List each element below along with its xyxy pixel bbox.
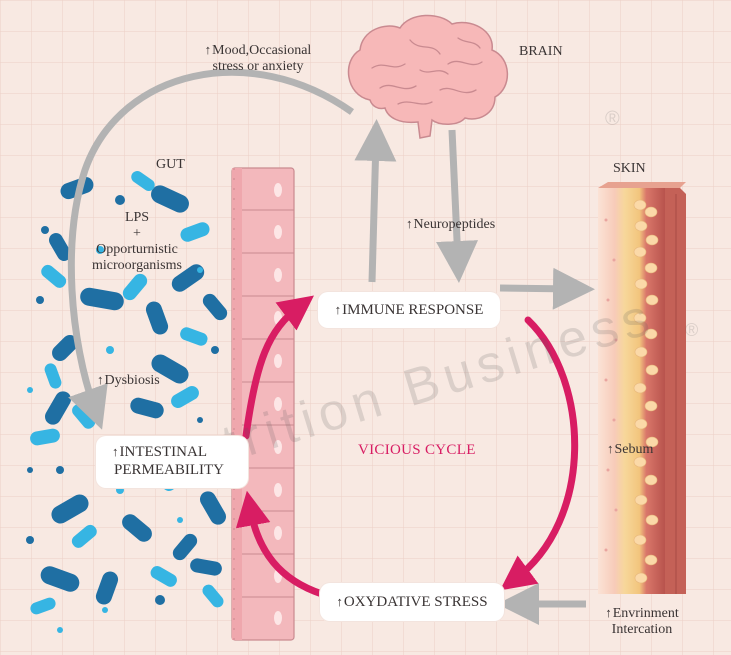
immune-response-box: ↑IMMUNE RESPONSE bbox=[318, 292, 500, 328]
immune-to-brain-arrow bbox=[354, 119, 397, 283]
immune-to-skin-arrow bbox=[499, 267, 595, 310]
increase-arrow-icon: ↑ bbox=[607, 441, 614, 456]
sebum-label: ↑Sebum bbox=[607, 441, 654, 457]
increase-arrow-icon: ↑ bbox=[112, 444, 119, 459]
increase-arrow-icon: ↑ bbox=[605, 605, 612, 620]
lps-label: LPS + Opporturnistic microorganisms bbox=[92, 210, 182, 273]
mood-label: ↑Mood,Occasional stress or anxiety bbox=[204, 42, 312, 74]
increase-arrow-icon: ↑ bbox=[97, 372, 104, 387]
intestinal-permeability-text-2: PERMEABILITY bbox=[114, 462, 224, 478]
oxidative-to-intestinal-arrow bbox=[235, 490, 326, 598]
immune-response-text: IMMUNE RESPONSE bbox=[342, 302, 484, 318]
neuropeptides-label: ↑Neuropeptides bbox=[406, 216, 496, 232]
intestinal-permeability-text-1: INTESTINAL bbox=[119, 444, 207, 460]
increase-arrow-icon: ↑ bbox=[406, 216, 413, 231]
brain-to-gut-arrow bbox=[67, 69, 355, 430]
oxydative-stress-text: OXYDATIVE STRESS bbox=[343, 594, 488, 610]
brain-label: BRAIN bbox=[519, 44, 563, 59]
increase-arrow-icon: ↑ bbox=[334, 302, 342, 317]
skin-layers bbox=[598, 182, 686, 594]
intestinal-to-immune-arrow bbox=[242, 295, 314, 440]
environment-label: ↑Envrinment Intercation bbox=[605, 605, 679, 637]
skin-label: SKIN bbox=[613, 161, 646, 176]
grey-arrows bbox=[67, 69, 595, 625]
increase-arrow-icon: ↑ bbox=[204, 42, 212, 57]
brain-illustration bbox=[347, 14, 509, 139]
immune-to-oxidative-arrow bbox=[499, 316, 579, 591]
oxydative-stress-box: ↑OXYDATIVE STRESS bbox=[320, 583, 504, 621]
intestinal-permeability-box: ↑INTESTINAL PERMEABILITY bbox=[96, 436, 248, 488]
vicious-cycle-arrows bbox=[235, 295, 579, 598]
vicious-cycle-label: VICIOUS CYCLE bbox=[358, 442, 476, 458]
gut-label: GUT bbox=[156, 157, 185, 172]
increase-arrow-icon: ↑ bbox=[336, 594, 343, 609]
dysbiosis-label: ↑Dysbiosis bbox=[97, 372, 160, 388]
brain-neuropeptides-arrow bbox=[436, 129, 479, 283]
